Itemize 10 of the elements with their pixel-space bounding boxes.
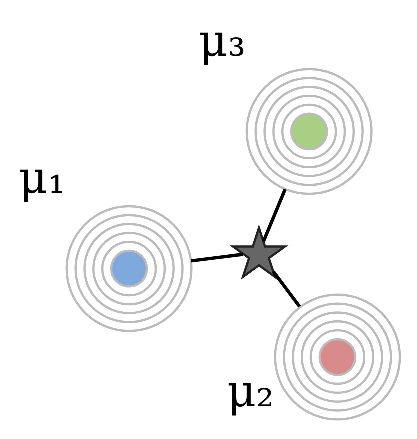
connector <box>272 270 301 308</box>
node-circle <box>274 293 401 420</box>
node-label: μ₂ <box>226 364 274 417</box>
node-label: μ₁ <box>18 152 66 204</box>
node-circle <box>245 68 372 195</box>
node-circle <box>65 204 192 332</box>
connector <box>262 188 286 242</box>
connector <box>190 252 243 262</box>
node-star <box>229 224 288 280</box>
node-label: μ₃ <box>198 14 246 66</box>
